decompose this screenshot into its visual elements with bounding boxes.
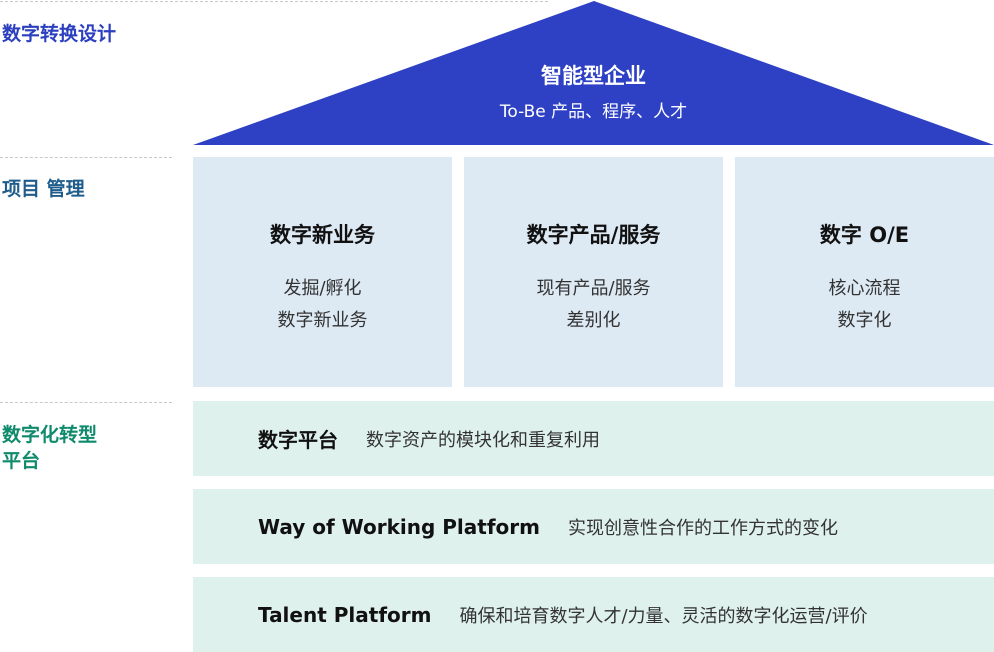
pillar-title: 数字产品/服务 [526, 223, 661, 247]
pillar-description: 现有产品/服务 差别化 [464, 273, 723, 337]
roof-shape [193, 1, 994, 145]
divider-design-pm [0, 157, 172, 158]
platform-row-digital-platform: 数字平台 数字资产的模块化和重复利用 [193, 401, 994, 476]
pillar-digital-oe: 数字 O/E 核心流程 数字化 [735, 157, 994, 387]
label-platform-line1: 数字化转型 [2, 424, 98, 446]
pillar-desc-line: 差别化 [566, 310, 621, 331]
roof-subtitle: To-Be 产品、程序、人才 [499, 102, 688, 122]
platform-description: 实现创意性合作的工作方式的变化 [567, 517, 838, 539]
platform-row-way-of-working: Way of Working Platform 实现创意性合作的工作方式的变化 [193, 489, 994, 564]
platform-title: 数字平台 [258, 428, 338, 452]
divider-top [0, 1, 548, 2]
pillar-description: 发掘/孵化 数字新业务 [193, 273, 452, 337]
pillar-desc-line: 数字化 [837, 310, 892, 331]
platform-description: 数字资产的模块化和重复利用 [366, 429, 600, 451]
label-platform-line2: 平台 [2, 449, 41, 472]
pillar-desc-line: 数字新业务 [277, 310, 368, 331]
platform-title: Talent Platform [258, 602, 432, 627]
roof-title: 智能型企业 [541, 64, 646, 88]
platform-description: 确保和培育数字人才/力量、灵活的数字化运营/评价 [459, 605, 868, 627]
pillar-desc-line: 发掘/孵化 [283, 278, 362, 299]
pillar-desc-line: 核心流程 [828, 278, 901, 299]
pillar-digital-new-business: 数字新业务 发掘/孵化 数字新业务 [193, 157, 452, 387]
platform-row-talent: Talent Platform 确保和培育数字人才/力量、灵活的数字化运营/评价 [193, 577, 994, 652]
platform-title: Way of Working Platform [258, 514, 540, 539]
pillar-title: 数字新业务 [270, 223, 375, 247]
roof-triangle [193, 1, 994, 145]
divider-pm-platform [0, 402, 172, 403]
pillar-digital-product-service: 数字产品/服务 现有产品/服务 差别化 [464, 157, 723, 387]
label-digital-transformation-platform: 数字化转型 平台 [2, 423, 97, 474]
pillar-desc-line: 现有产品/服务 [536, 278, 651, 299]
pillar-title: 数字 O/E [819, 223, 910, 247]
label-digital-transformation-design: 数字转换设计 [2, 23, 117, 45]
pillar-description: 核心流程 数字化 [735, 273, 994, 337]
label-project-management: 项目 管理 [2, 178, 85, 200]
